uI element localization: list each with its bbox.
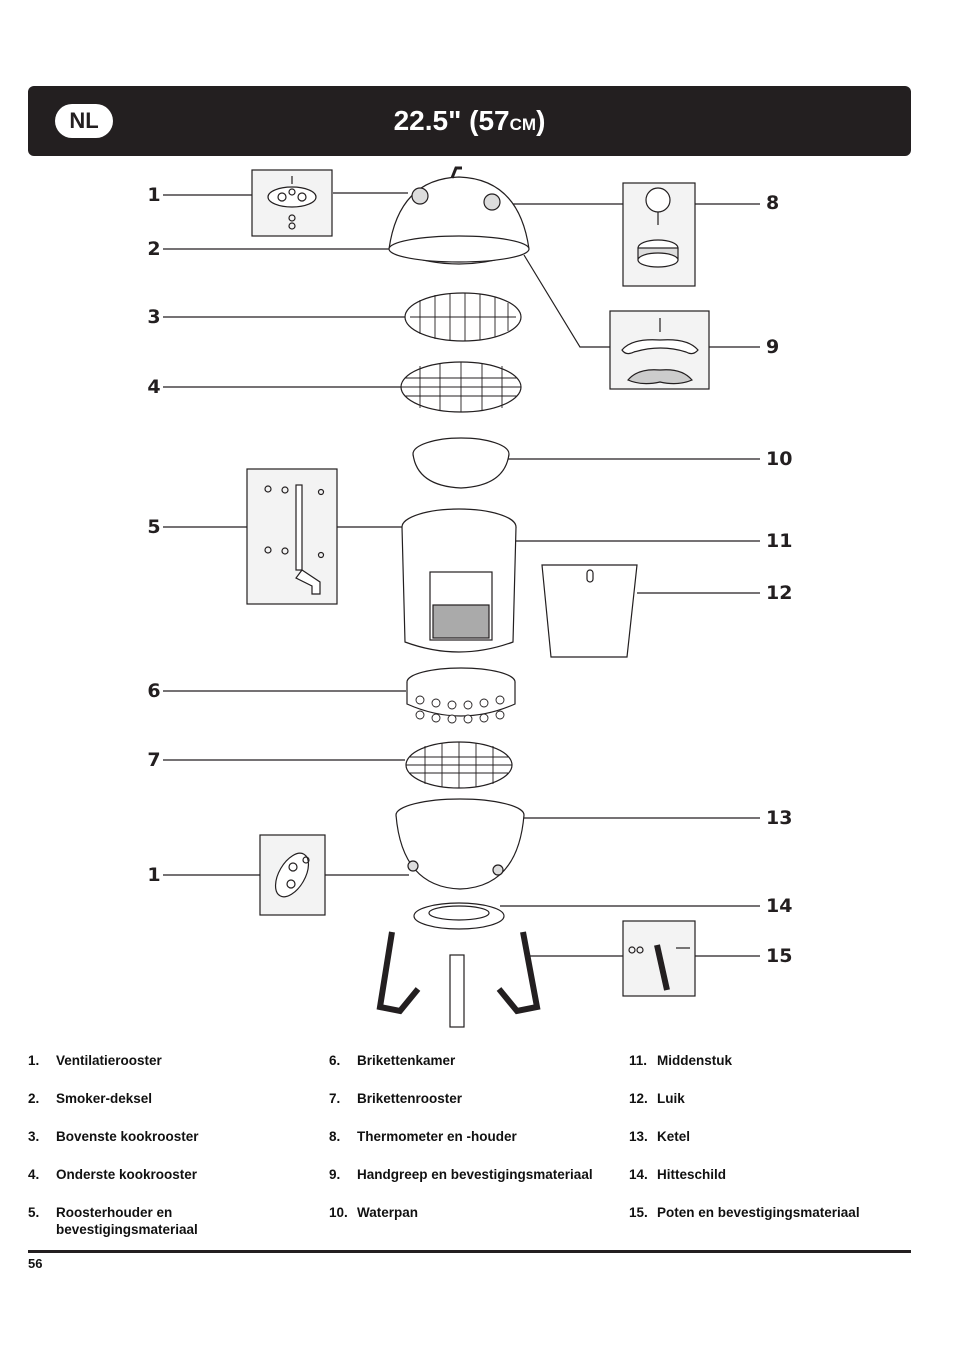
callout-14: 14	[766, 895, 793, 917]
legend-label: Roosterhouder en bevestigingsmateriaal	[56, 1205, 198, 1237]
page-header: NL 22.5" (57CM)	[28, 86, 911, 156]
legend-label: Hitteschild	[657, 1167, 727, 1182]
footer-rule	[28, 1250, 911, 1253]
exploded-parts-diagram	[163, 166, 760, 1028]
legend-label: Waterpan	[357, 1205, 419, 1220]
legend-num: 11.	[629, 1053, 648, 1068]
callout-11: 11	[766, 530, 793, 552]
callout-10: 10	[766, 448, 793, 470]
callout-13: 13	[766, 807, 793, 829]
callout-8: 8	[766, 192, 780, 214]
legend-label: Luik	[657, 1091, 685, 1106]
legend-label: Onderste kookrooster	[56, 1167, 198, 1182]
page-number: 56	[28, 1256, 43, 1271]
legend-label: Bovenste kookrooster	[56, 1129, 199, 1144]
legend-num: 5.	[28, 1205, 40, 1220]
legend-label: Ventilatierooster	[56, 1053, 162, 1068]
legend-num: 3.	[28, 1129, 40, 1144]
legend-label: Brikettenkamer	[357, 1053, 456, 1068]
legend-num: 2.	[28, 1091, 40, 1106]
title-unit: CM	[509, 115, 537, 134]
callout-5: 5	[147, 516, 161, 538]
legend-num: 10.	[329, 1205, 348, 1220]
callout-1-bottom: 1	[147, 864, 161, 886]
title-close: )	[536, 105, 546, 136]
legend-num: 14.	[629, 1167, 648, 1182]
legend-label: Smoker-deksel	[56, 1091, 153, 1106]
legend-num: 7.	[329, 1091, 341, 1106]
callout-12: 12	[766, 582, 793, 604]
legend-num: 12.	[629, 1091, 648, 1106]
legend-label: Middenstuk	[657, 1053, 733, 1068]
legend-label: Poten en bevestigingsmateriaal	[657, 1205, 860, 1220]
callout-9: 9	[766, 336, 780, 358]
callout-15: 15	[766, 945, 793, 967]
callout-1-top: 1	[147, 184, 161, 206]
legend-num: 13.	[629, 1129, 648, 1144]
legend-label: Handgreep en bevestigingsmateriaal	[357, 1167, 593, 1182]
callout-6: 6	[147, 680, 161, 702]
legend-num: 6.	[329, 1053, 341, 1068]
legend-label: Ketel	[657, 1129, 691, 1144]
legend-num: 15.	[629, 1205, 648, 1220]
legend-num: 4.	[28, 1167, 40, 1182]
legend-num: 9.	[329, 1167, 341, 1182]
callout-7: 7	[147, 749, 161, 771]
title-size: 22.5" (57	[393, 105, 510, 136]
callout-3: 3	[147, 306, 161, 328]
page-title: 22.5" (57CM)	[28, 86, 911, 160]
callout-2: 2	[147, 238, 161, 260]
legend-label: Thermometer en -houder	[357, 1129, 517, 1144]
language-badge: NL	[55, 104, 113, 138]
callout-4: 4	[147, 376, 161, 398]
legend-num: 8.	[329, 1129, 341, 1144]
legend-label: Brikettenrooster	[357, 1091, 463, 1106]
legend-num: 1.	[28, 1053, 40, 1068]
